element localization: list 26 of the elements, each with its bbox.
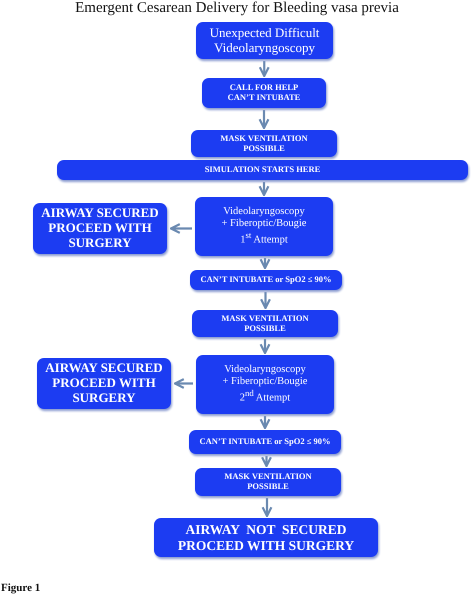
arrow (260, 339, 270, 354)
arrow (260, 416, 270, 430)
arrow (258, 182, 270, 196)
process-box: Unexpected Difficult Videolaryngoscopy (196, 22, 333, 59)
arrow (258, 61, 270, 78)
arrow (260, 292, 271, 310)
process-box: Videolaryngoscopy + Fiberoptic/Bougie 1$^{st}$ Attempt (195, 197, 333, 256)
arrow (174, 378, 193, 389)
arrow (262, 498, 272, 518)
process-box: AIRWAY SECURED PROCEED WITH SURGERY (33, 203, 167, 254)
process-box: CALL FOR HELP CAN’T INTUBATE (202, 78, 326, 108)
arrow (170, 223, 192, 234)
diagram-title: Emergent Cesarean Delivery for Bleeding vasa previa (74, 0, 400, 17)
process-box: SIMULATION STARTS HERE (57, 160, 468, 180)
process-box: Videolaryngoscopy + Fiberoptic/Bougie 2$^{nd}$ Attempt (196, 355, 334, 414)
process-box: CAN’T INTUBATE or SpO2 ≤ 90% (190, 270, 342, 290)
process-box: CAN’T INTUBATE or SpO2 ≤ 90% (189, 430, 341, 454)
process-box: AIRWAY NOT SECURED PROCEED WITH SURGERY (154, 518, 378, 557)
arrow (261, 456, 272, 468)
process-box: MASK VENTILATION POSSIBLE (191, 130, 337, 157)
process-box: AIRWAY SECURED PROCEED WITH SURGERY (37, 358, 171, 409)
arrow (258, 110, 270, 130)
figure-label: Figure 1 (1, 582, 40, 594)
process-box: MASK VENTILATION POSSIBLE (192, 310, 338, 337)
process-box: MASK VENTILATION POSSIBLE (195, 468, 341, 496)
arrow (260, 258, 270, 270)
